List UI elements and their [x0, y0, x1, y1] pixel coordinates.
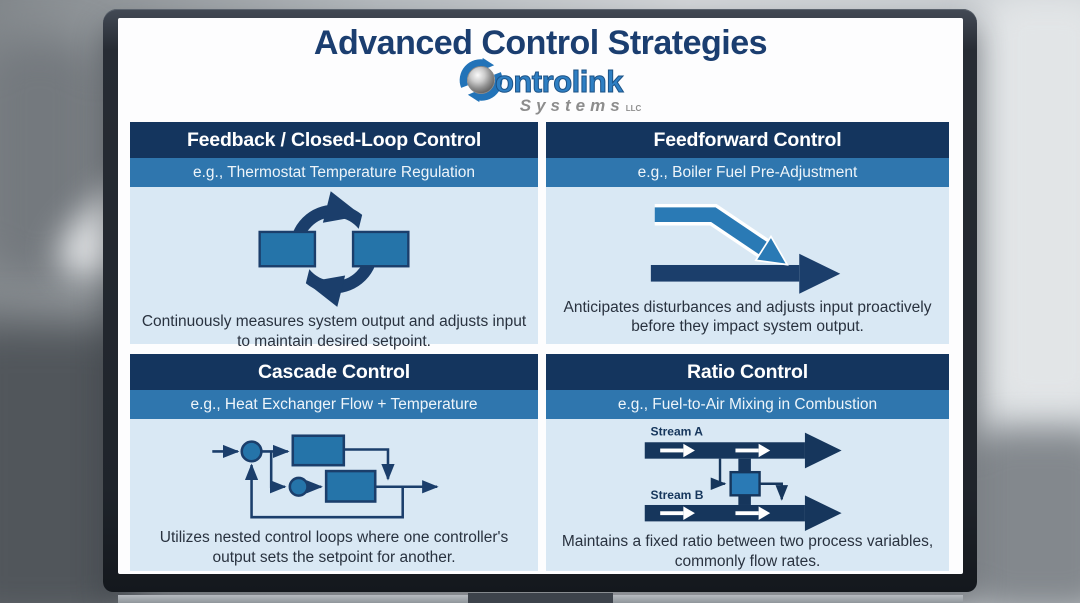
panel-example: e.g., Thermostat Temperature Regulation — [130, 158, 538, 187]
panel-title: Cascade Control — [130, 354, 538, 390]
panel-body: Anticipates disturbances and adjusts inp… — [546, 187, 949, 344]
panel-ratio-control: Ratio Control e.g., Fuel-to-Air Mixing i… — [546, 354, 949, 571]
nested-loop-icon — [212, 434, 439, 519]
logo-systems-text: Systems — [519, 96, 625, 115]
panel-example: e.g., Heat Exchanger Flow + Temperature — [130, 390, 538, 419]
ratio-streams-diagram: Stream A Stream B — [637, 422, 859, 532]
monitor-stand-neck — [468, 593, 613, 603]
panel-body: Stream A Stream B — [546, 419, 949, 574]
page-title: Advanced Control Strategies — [313, 24, 768, 62]
controlink-logo: ontrolink Systems LLC — [118, 57, 963, 116]
panel-title: Feedforward Control — [546, 122, 949, 158]
monitor-bezel: Advanced Control Strategies — [103, 9, 977, 592]
panel-description: Anticipates disturbances and adjusts inp… — [563, 298, 932, 336]
cascade-block-diagram — [203, 422, 465, 528]
panel-description: Continuously measures system output and … — [141, 313, 527, 350]
background-desk-blur — [970, 430, 1080, 603]
stream-a-label: Stream A — [650, 425, 703, 439]
panel-cascade-control: Cascade Control e.g., Heat Exchanger Flo… — [130, 354, 538, 571]
monitor-screen: Advanced Control Strategies — [118, 18, 963, 574]
panel-description: Utilizes nested control loops where one … — [159, 529, 509, 566]
panel-title: Feedback / Closed-Loop Control — [130, 122, 538, 158]
controlink-c-icon — [458, 57, 504, 108]
stream-b-label: Stream B — [650, 488, 703, 502]
panel-example: e.g., Boiler Fuel Pre-Adjustment — [546, 158, 949, 187]
logo-systems-row: Systems LLC — [520, 96, 642, 116]
panel-feedforward-control: Feedforward Control e.g., Boiler Fuel Pr… — [546, 122, 949, 344]
panel-feedback-control: Feedback / Closed-Loop Control e.g., The… — [130, 122, 538, 350]
monitor-stand-base-left — [118, 595, 468, 603]
monitor-stand-base-right — [613, 595, 963, 603]
cycle-arrows-icon — [258, 191, 410, 307]
panel-body: Continuously measures system output and … — [130, 187, 538, 358]
panel-description: Maintains a fixed ratio between two proc… — [561, 533, 934, 570]
logo-brand-row: ontrolink — [458, 57, 624, 103]
feedforward-arrows-diagram — [645, 190, 850, 298]
logo-llc-text: LLC — [625, 104, 642, 113]
panel-title: Ratio Control — [546, 354, 949, 390]
panel-example: e.g., Fuel-to-Air Mixing in Combustion — [546, 390, 949, 419]
feedback-cycle-diagram — [248, 190, 420, 312]
background-window-blur — [982, 0, 1080, 420]
feedforward-arrows-icon — [650, 203, 841, 294]
panel-body: Utilizes nested control loops where one … — [130, 419, 538, 574]
logo-brand-text: ontrolink — [494, 64, 624, 100]
ratio-streams-icon: Stream A Stream B — [644, 425, 842, 532]
